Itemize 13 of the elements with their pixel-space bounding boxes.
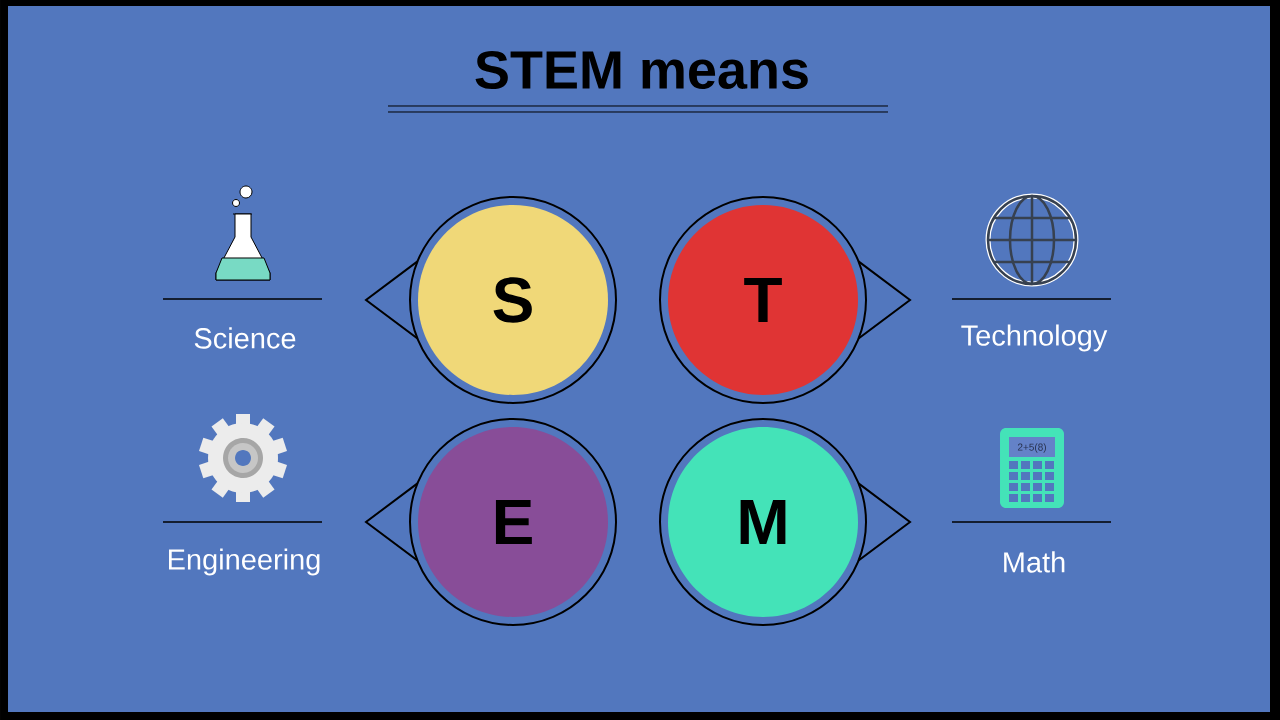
speech-bubble: M bbox=[659, 418, 912, 626]
icon-label: Technology bbox=[961, 324, 1108, 352]
speech-bubble: T bbox=[659, 196, 912, 404]
title: STEM means bbox=[475, 50, 808, 90]
icon-label: Science bbox=[194, 327, 296, 349]
speech-bubble: S bbox=[364, 196, 617, 404]
node-label: M bbox=[740, 499, 786, 544]
node-label: T bbox=[744, 277, 782, 322]
node-label: E bbox=[495, 499, 532, 544]
icon-label: Engineering bbox=[169, 548, 320, 576]
node-label: S bbox=[493, 277, 532, 323]
icon-label: Math bbox=[1004, 551, 1065, 573]
speech-bubble: E bbox=[364, 418, 617, 626]
